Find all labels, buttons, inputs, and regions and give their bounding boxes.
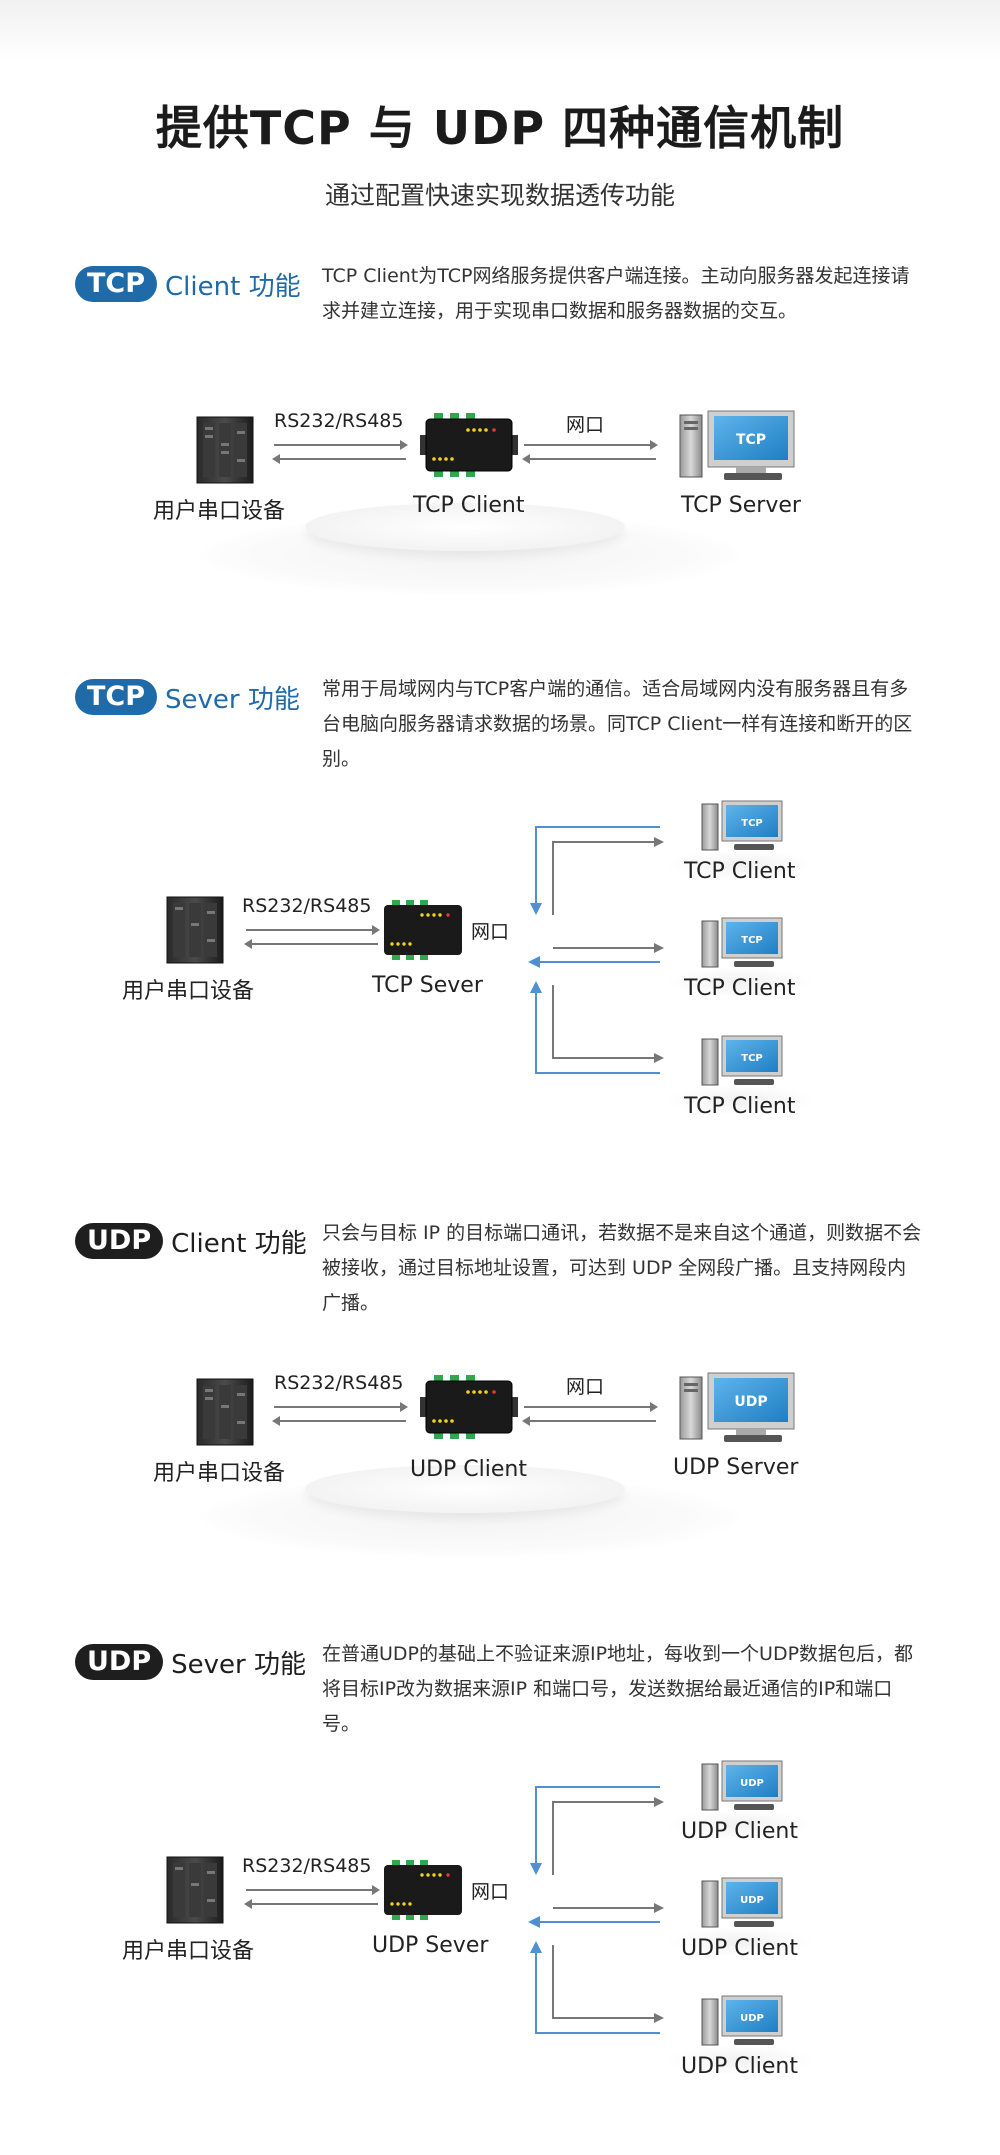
branch-arrows — [528, 826, 664, 1074]
screen-text: TCP — [736, 432, 766, 448]
serial-arrows — [272, 440, 408, 464]
device-label-serial: 用户串口设备 — [122, 979, 255, 1004]
client-computer-icon: TCP — [701, 800, 783, 851]
network-link-label: 网口 — [566, 1376, 605, 1398]
client-label: UDP Client — [681, 1819, 798, 1844]
serial-device-icon — [196, 416, 254, 484]
serial-arrows — [272, 1402, 408, 1426]
platform-shadow — [665, 967, 815, 997]
gateway-device-icon — [420, 413, 518, 477]
section-description: TCP Client为TCP网络服务提供客户端连接。主动向服务器发起连接请求并建… — [322, 265, 910, 322]
network-link-label: 网口 — [471, 921, 510, 943]
section-description: 常用于局域网内与TCP客户端的通信。适合局域网内没有服务器且有多台电脑向服务器请… — [322, 678, 913, 770]
client-computer-icon: UDP — [701, 1877, 783, 1928]
section-heading-word: Client 功能 — [171, 1228, 307, 1259]
diagram-tcp-client: RS232/RS485 网口 TCP 用户串口设备 TCP Client TCP… — [0, 395, 1000, 605]
page-title: 提供TCP 与 UDP 四种通信机制 — [155, 101, 845, 155]
device-label-serial: 用户串口设备 — [122, 1939, 255, 1964]
network-arrows — [522, 440, 658, 464]
network-link-label: 网口 — [471, 1881, 510, 1903]
protocol-pill: UDP — [75, 1644, 164, 1680]
serial-link-label: RS232/RS485 — [242, 1855, 372, 1877]
platform-shadow — [665, 2045, 815, 2075]
protocol-pill: TCP — [75, 679, 158, 715]
platform-disc — [305, 503, 625, 551]
page-subtitle: 通过配置快速实现数据透传功能 — [324, 181, 675, 210]
device-label-gateway: UDP Client — [410, 1457, 527, 1482]
serial-arrows — [244, 1885, 380, 1909]
diagram-udp-sever: RS232/RS485 网口 UDP UDP — [0, 1755, 1000, 2150]
screen-text: UDP — [740, 2013, 764, 2024]
screen-text: UDP — [740, 1895, 764, 1906]
branch-arrows — [528, 1786, 664, 2034]
serial-link-label: RS232/RS485 — [242, 895, 372, 917]
client-label: TCP Client — [684, 859, 796, 884]
section-heading: TCP Client 功能 — [75, 265, 301, 303]
platform-disc — [305, 1465, 625, 1513]
section-heading-word: Client 功能 — [165, 271, 301, 302]
client-label: UDP Client — [681, 2054, 798, 2079]
server-computer-icon: UDP — [679, 1372, 795, 1442]
network-arrows — [522, 1402, 658, 1426]
screen-text: UDP — [734, 1394, 767, 1410]
gateway-device-icon — [420, 1375, 518, 1439]
section-description: 在普通UDP的基础上不验证来源IP地址，每收到一个UDP数据包后，都将目标IP改… — [322, 1643, 914, 1735]
section-heading: UDP Sever 功能 — [75, 1643, 306, 1681]
section-heading-word: Sever 功能 — [165, 684, 300, 715]
network-link-label: 网口 — [566, 414, 605, 436]
platform-shadow — [665, 1085, 815, 1115]
platform-shadow — [665, 850, 815, 880]
client-label: UDP Client — [681, 1936, 798, 1961]
section-heading: UDP Client 功能 — [75, 1222, 307, 1260]
platform-shadow — [665, 1927, 815, 1957]
gateway-device-icon — [384, 1860, 462, 1920]
device-label-gateway: UDP Sever — [372, 1933, 489, 1958]
device-label-server: UDP Server — [673, 1455, 799, 1480]
diagram-udp-client: RS232/RS485 网口 UDP 用户串口设备 UDP Client UDP… — [0, 1357, 1000, 1567]
device-label-serial: 用户串口设备 — [153, 1461, 286, 1486]
protocol-pill: UDP — [75, 1223, 164, 1259]
section-description: 只会与目标 IP 的目标端口通讯，若数据不是来自这个通道，则数据不会被接收，通过… — [322, 1222, 922, 1314]
screen-text: TCP — [741, 818, 763, 829]
protocol-pill: TCP — [75, 266, 158, 302]
device-label-gateway: TCP Client — [413, 493, 525, 518]
top-gradient — [0, 0, 1000, 60]
serial-device-icon — [166, 896, 224, 964]
client-label: TCP Client — [684, 976, 796, 1001]
section-heading: TCP Sever 功能 — [75, 678, 300, 716]
client-computer-icon: UDP — [701, 1995, 783, 2046]
serial-device-icon — [196, 1378, 254, 1446]
screen-text: TCP — [741, 1053, 763, 1064]
screen-text: UDP — [740, 1778, 764, 1789]
device-label-server: TCP Server — [681, 493, 801, 518]
screen-text: TCP — [741, 935, 763, 946]
section-heading-word: Sever 功能 — [171, 1649, 306, 1680]
device-label-serial: 用户串口设备 — [153, 499, 286, 524]
gateway-device-icon — [384, 900, 462, 960]
server-computer-icon: TCP — [679, 410, 795, 480]
client-computer-icon: UDP — [701, 1760, 783, 1811]
client-computer-icon: TCP — [701, 917, 783, 968]
serial-device-icon — [166, 1856, 224, 1924]
serial-link-label: RS232/RS485 — [274, 410, 404, 432]
diagram-tcp-sever: RS232/RS485 网口 TCP T — [0, 795, 1000, 1155]
client-computer-icon: TCP — [701, 1035, 783, 1086]
device-label-gateway: TCP Sever — [372, 973, 483, 998]
client-label: TCP Client — [684, 1094, 796, 1119]
platform-shadow — [665, 1810, 815, 1840]
serial-arrows — [244, 925, 380, 949]
serial-link-label: RS232/RS485 — [274, 1372, 404, 1394]
